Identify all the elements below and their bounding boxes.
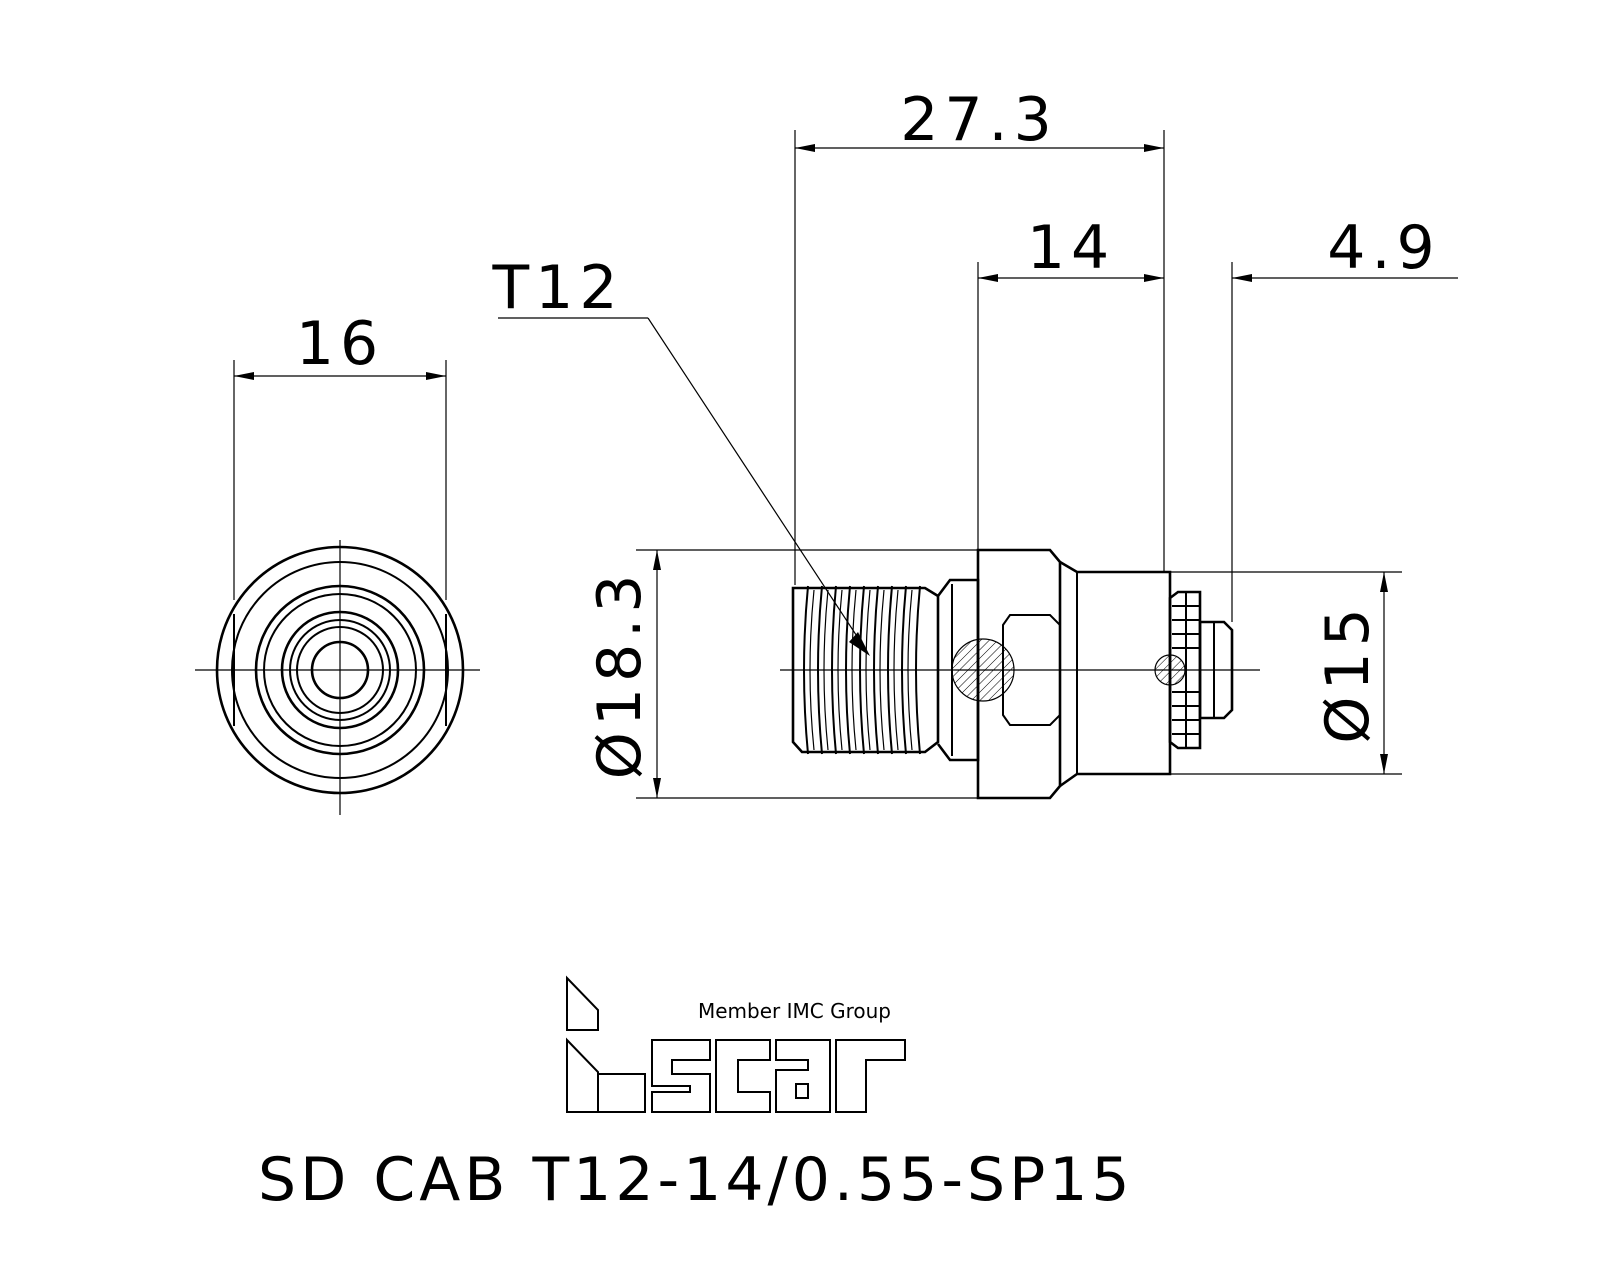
front-hole-outer-circle xyxy=(296,626,384,714)
tip xyxy=(1198,620,1234,720)
logo-tagline: Member IMC Group xyxy=(698,999,891,1023)
side-view xyxy=(780,548,1260,800)
dim-body-length: 14 xyxy=(1027,213,1115,283)
dim-overall-length: 27.3 xyxy=(900,85,1058,155)
dim-front-width: 16 xyxy=(296,309,384,379)
t12-leader-arrowhead xyxy=(849,632,870,656)
logo-wordmark xyxy=(566,975,906,1113)
spring-ring xyxy=(1168,590,1202,750)
front-outer-circle xyxy=(215,545,465,795)
front-shoulder-circle xyxy=(254,584,426,756)
thread-section xyxy=(791,585,940,755)
part-number: SD CAB T12-14/0.55-SP15 xyxy=(258,1145,1134,1215)
cross-hole-left xyxy=(951,638,1015,702)
front-hub-inner-circle xyxy=(289,619,391,721)
front-shoulder-inner-circle xyxy=(263,593,417,747)
company-logo: Member IMC Group xyxy=(566,975,906,1113)
side-dimensions: 27.3 14 4.9 T12 Ø18.3 Ø15 xyxy=(492,85,1458,799)
t12-leader xyxy=(647,317,867,651)
front-ring-circle xyxy=(231,561,449,779)
dim-tip-length: 4.9 xyxy=(1327,213,1440,283)
thread-label: T12 xyxy=(492,253,624,323)
front-view: 16 xyxy=(195,309,480,815)
dim-head-diameter: Ø18.3 xyxy=(585,569,655,780)
dim-tip-diameter: Ø15 xyxy=(1313,602,1383,744)
front-bore-circle xyxy=(310,640,370,700)
front-hub-circle xyxy=(280,610,400,730)
